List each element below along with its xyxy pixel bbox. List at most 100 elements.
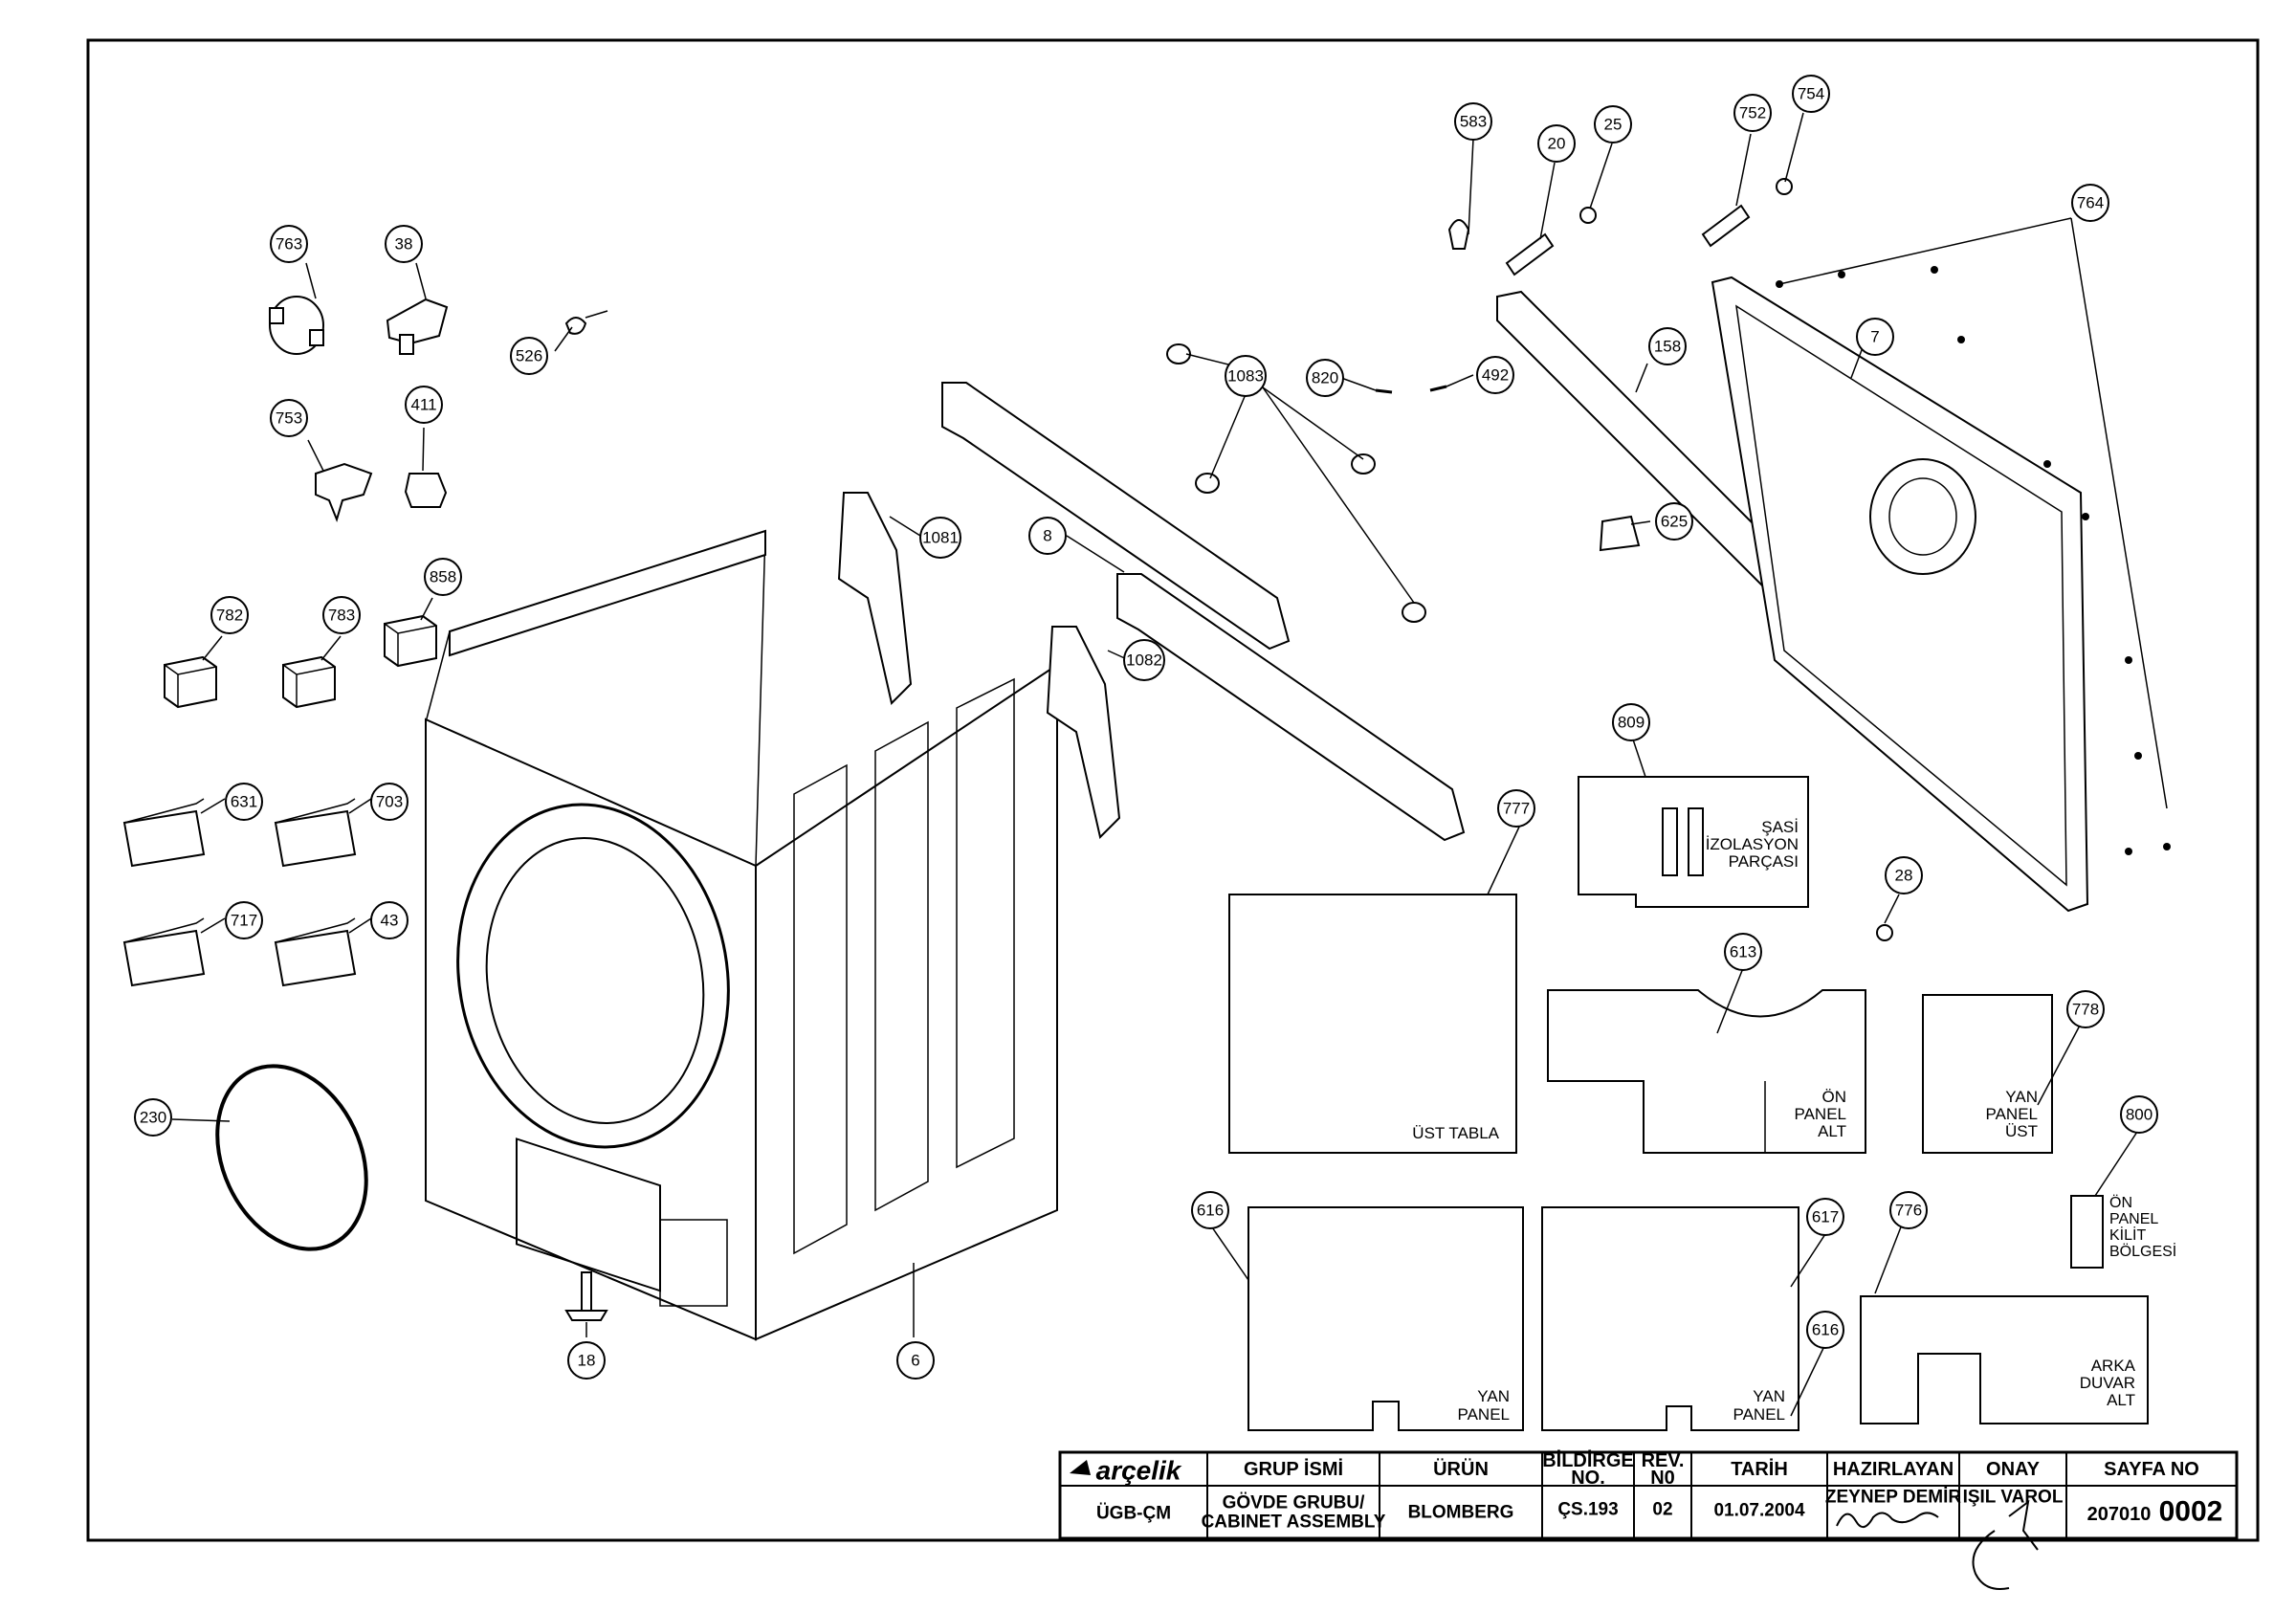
manual-booklet-631: [122, 798, 206, 868]
svg-text:158: 158: [1654, 338, 1681, 356]
callout-752: 752: [1733, 94, 1772, 132]
svg-text:28: 28: [1895, 867, 1913, 885]
svg-text:526: 526: [516, 347, 542, 365]
grommet-625: [1599, 515, 1641, 552]
value-sayfa-no: 207010 0002: [2087, 1496, 2223, 1528]
header-hazirlayan: HAZIRLAYAN: [1833, 1459, 1954, 1480]
sheet-border: [86, 38, 2260, 1542]
rail-8: [1116, 573, 1466, 842]
screws-764: [1776, 266, 2171, 855]
callout-38: 38: [385, 225, 423, 263]
svg-text:İZOLASYON: İZOLASYON: [1706, 835, 1799, 853]
header-bildirge: BİLDİRGE: [1542, 1449, 1634, 1471]
svg-text:ŞASİ: ŞASİ: [1761, 818, 1799, 836]
svg-text:ÜST: ÜST: [2005, 1122, 2038, 1140]
svg-text:616: 616: [1812, 1321, 1839, 1339]
svg-text:800: 800: [2126, 1106, 2152, 1124]
callout-526: 526: [510, 337, 548, 375]
svg-text:777: 777: [1503, 800, 1530, 818]
callout-617: 617: [1806, 1198, 1844, 1236]
callout-703: 703: [370, 783, 408, 821]
svg-text:ÖN: ÖN: [2109, 1194, 2132, 1211]
callout-411: 411: [405, 386, 443, 424]
callout-631: 631: [225, 783, 263, 821]
signature-hazirlayan: [1836, 1512, 1939, 1528]
value-tarih: 01.07.2004: [1713, 1501, 1805, 1521]
header-tarih: TARİH: [1731, 1458, 1788, 1480]
svg-text:PANEL: PANEL: [1986, 1105, 2039, 1123]
svg-text:616: 616: [1197, 1202, 1224, 1220]
adjustable-foot-18: [564, 1271, 608, 1321]
foam-block-782: [164, 655, 217, 709]
svg-text:411: 411: [410, 396, 436, 414]
svg-text:ALT: ALT: [2107, 1391, 2135, 1409]
callout-6: 6: [896, 1341, 935, 1380]
svg-text:18: 18: [578, 1352, 596, 1370]
callout-1081: 1081: [919, 517, 961, 559]
value-bildirge-no: ÇS.193: [1557, 1500, 1618, 1520]
panel-yan-panel-ust: [1922, 994, 2053, 1154]
bracket-part-38: [386, 298, 449, 355]
header-bildirge-no: NO.: [1571, 1468, 1605, 1489]
svg-text:613: 613: [1730, 943, 1756, 961]
callout-7: 7: [1856, 318, 1894, 356]
callout-616-left: 616: [1191, 1191, 1229, 1229]
header-sayfa-no: SAYFA NO: [2104, 1459, 2199, 1480]
panel-kilit: [2070, 1195, 2104, 1269]
value-rev-no: 02: [1652, 1500, 1672, 1520]
svg-text:631: 631: [231, 793, 257, 811]
svg-text:809: 809: [1618, 714, 1645, 732]
svg-text:38: 38: [395, 235, 413, 254]
callout-777: 777: [1497, 789, 1535, 828]
svg-text:ALT: ALT: [1818, 1122, 1846, 1140]
bracket-part-411: [404, 473, 448, 508]
value-grup-ismi-2: CABINET ASSEMBLY: [1202, 1513, 1386, 1533]
callout-625: 625: [1655, 502, 1693, 541]
header-onay: ONAY: [1986, 1459, 2041, 1480]
door-gasket-230: [215, 1064, 368, 1251]
panel-on-panel-alt: [1547, 989, 1866, 1154]
svg-text:752: 752: [1739, 104, 1766, 122]
mount-bracket-1081: [837, 492, 913, 705]
washer-28: [1876, 924, 1893, 941]
svg-text:764: 764: [2077, 194, 2104, 212]
part-drawings: [122, 178, 2171, 1431]
value-grup-ismi-1: GÖVDE GRUBU/: [1223, 1493, 1366, 1513]
callout-8: 8: [1028, 517, 1067, 555]
svg-text:43: 43: [381, 912, 399, 930]
panel-yan-right: [1541, 1206, 1799, 1431]
svg-text:492: 492: [1482, 366, 1509, 385]
callout-1082: 1082: [1123, 639, 1165, 681]
callout-778: 778: [2066, 990, 2105, 1028]
callout-616-right: 616: [1806, 1311, 1844, 1349]
label-on-panel-alt: ÖN PANEL ALT: [1795, 1088, 1847, 1140]
header-rev: REV.: [1642, 1450, 1685, 1471]
svg-text:1081: 1081: [922, 529, 959, 547]
arcelik-logo-mark: [1070, 1460, 1091, 1475]
svg-text:763: 763: [276, 235, 302, 254]
svg-text:PANEL: PANEL: [1733, 1405, 1786, 1424]
svg-text:DUVAR: DUVAR: [2080, 1374, 2135, 1392]
svg-text:1082: 1082: [1126, 651, 1162, 670]
value-hazirlayan: ZEYNEP DEMİR: [1825, 1488, 1961, 1508]
label-yan-panel-ust: YAN PANEL ÜST: [1986, 1088, 2039, 1140]
callout-18: 18: [567, 1341, 606, 1380]
svg-text:754: 754: [1798, 85, 1824, 103]
callout-776: 776: [1889, 1191, 1928, 1229]
callout-20: 20: [1537, 124, 1576, 163]
label-on-panel-kilit: ÖN PANEL KİLİT BÖLGESİ: [2109, 1194, 2176, 1260]
title-block: arçelik GRUP İSMİ ÜRÜN BİLDİRGE NO. REV.…: [1058, 1449, 2239, 1590]
svg-text:7: 7: [1870, 328, 1879, 346]
svg-text:6: 6: [911, 1352, 919, 1370]
svg-text:ÖN: ÖN: [1822, 1088, 1847, 1106]
svg-text:YAN: YAN: [2005, 1088, 2038, 1106]
panel-arka-duvar-alt: [1860, 1295, 2149, 1424]
callout-754: 754: [1792, 75, 1830, 113]
svg-text:KİLİT: KİLİT: [2109, 1226, 2146, 1244]
label-yan-panel-left: YAN PANEL: [1458, 1387, 1511, 1424]
svg-text:703: 703: [376, 793, 403, 811]
signature-onay: [1972, 1499, 2039, 1590]
callout-783: 783: [322, 596, 361, 634]
svg-text:ARKA: ARKA: [2091, 1357, 2136, 1375]
